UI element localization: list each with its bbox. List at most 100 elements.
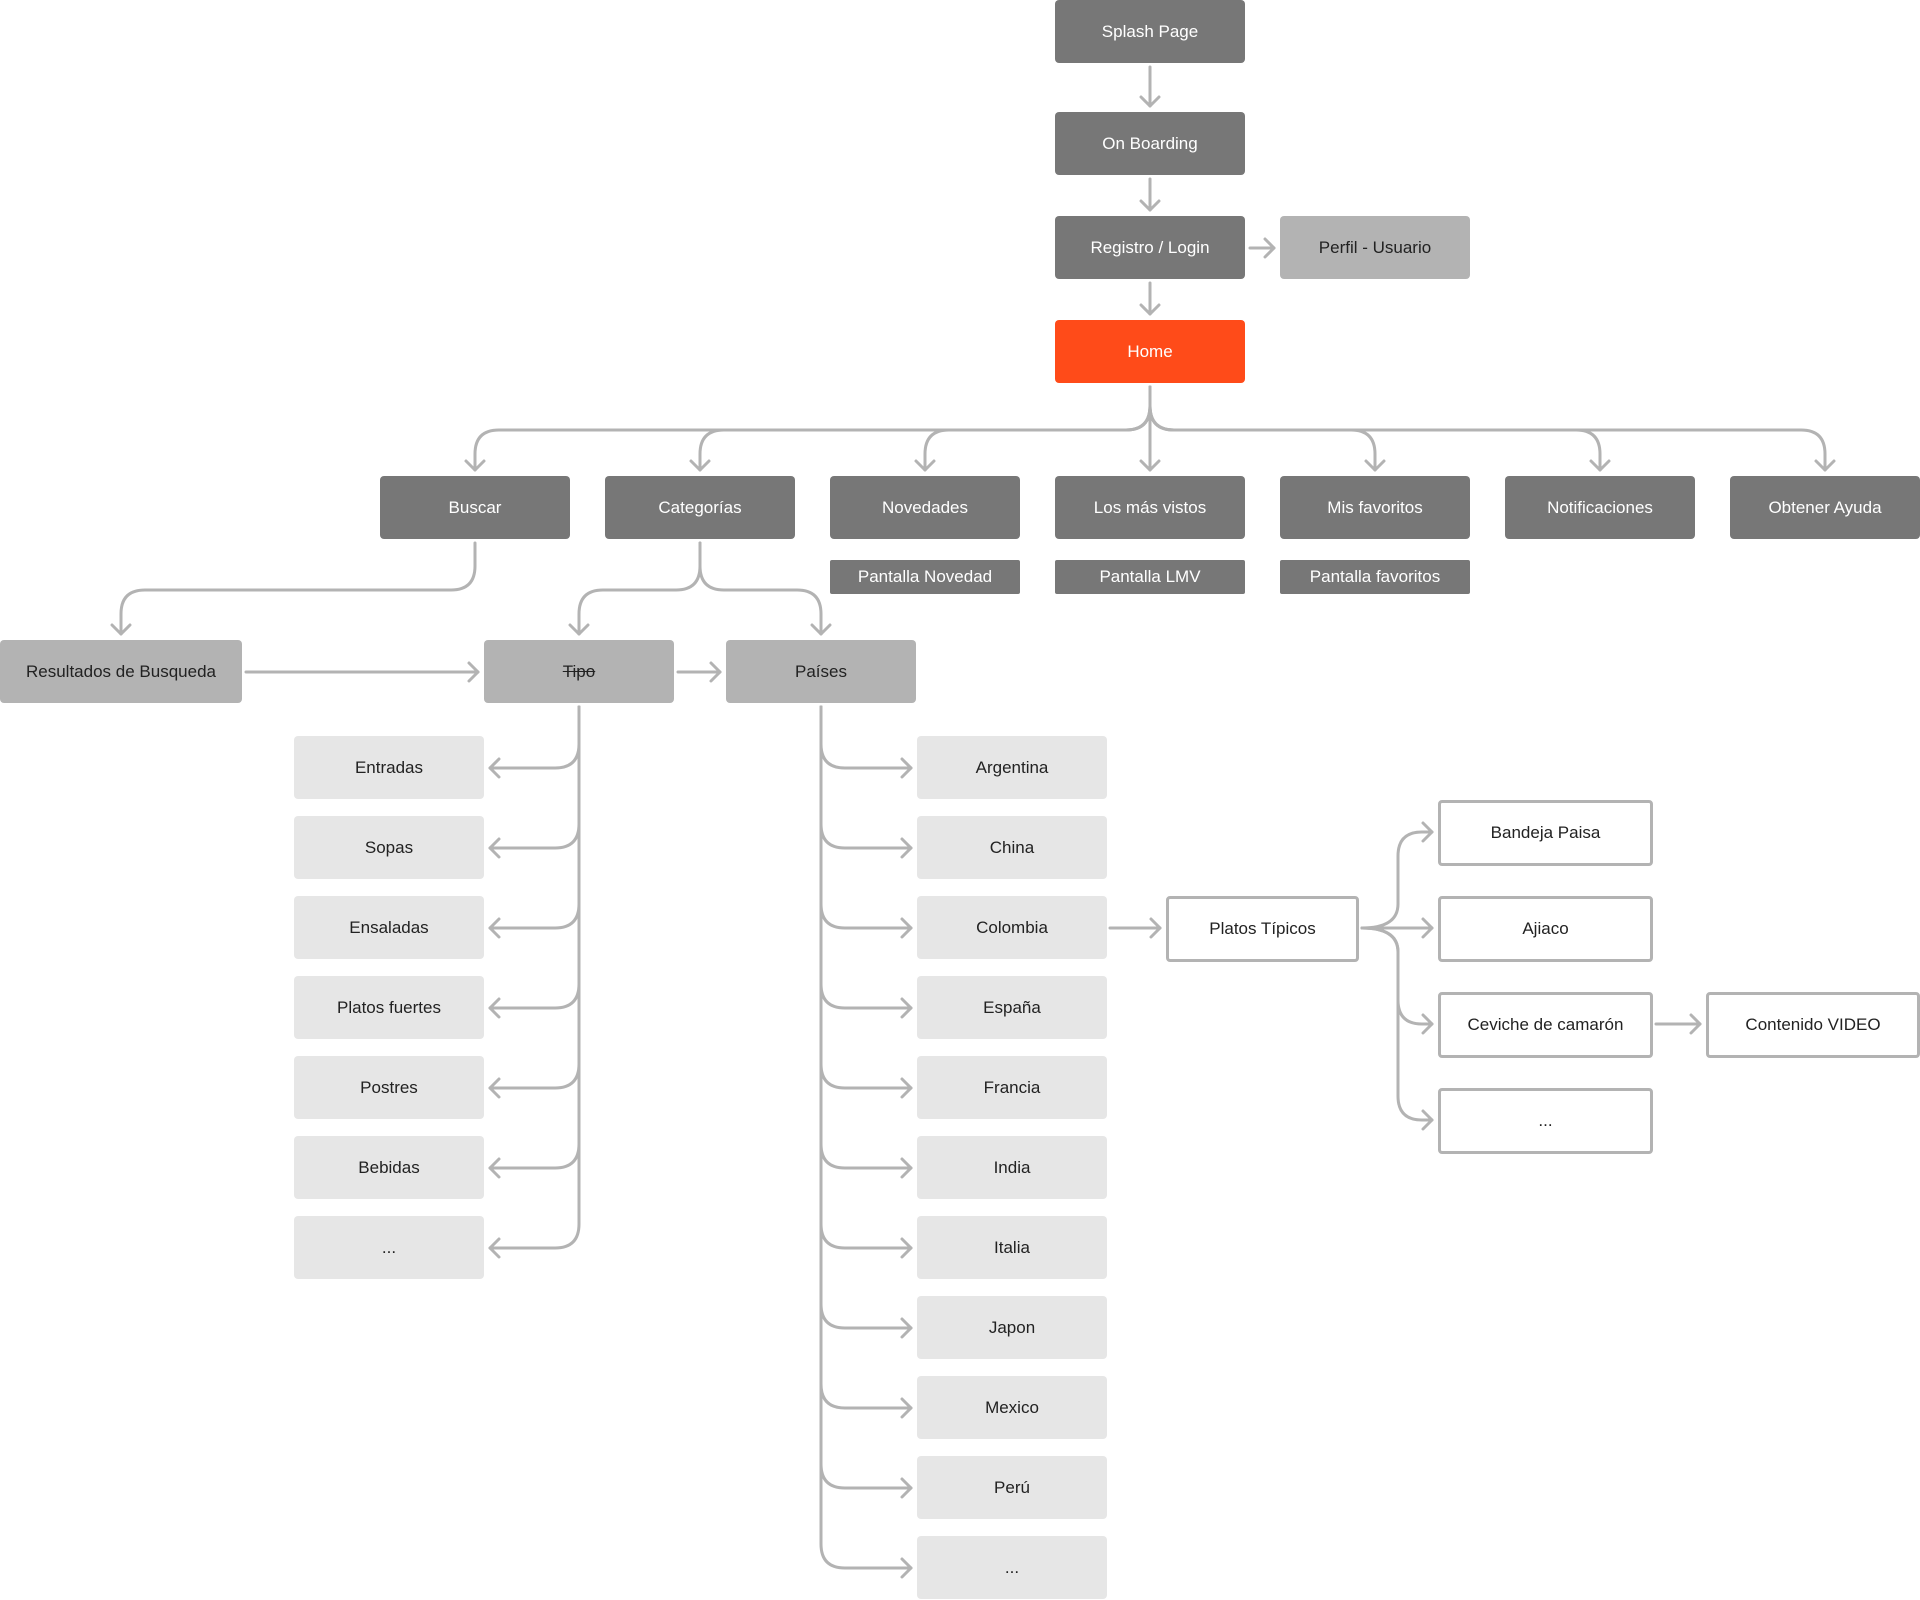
arrow-head	[810, 623, 832, 636]
node-tipo-item[interactable]: Ensaladas	[294, 896, 484, 959]
arrow-head	[900, 1477, 913, 1499]
connector-line	[1360, 926, 1434, 1122]
node-home[interactable]: Home	[1055, 320, 1245, 383]
connector-line	[819, 705, 913, 1570]
node-label: Pantalla Novedad	[857, 567, 993, 586]
arrow-head	[488, 997, 501, 1019]
node-label: Platos Típicos	[1209, 919, 1316, 938]
node-dish-item[interactable]: Ceviche de camarón	[1438, 992, 1653, 1058]
arrow-head	[900, 1077, 913, 1099]
node-pantalla-novedad[interactable]: Pantalla Novedad	[830, 560, 1020, 594]
connector-line	[819, 705, 913, 1330]
connector-line	[488, 705, 581, 850]
node-perfil-usuario[interactable]: Perfil - Usuario	[1280, 216, 1470, 279]
node-pantalla-lmv[interactable]: Pantalla LMV	[1055, 560, 1245, 594]
node-los-mas-vistos[interactable]: Los más vistos	[1055, 476, 1245, 539]
node-pais-item[interactable]: India	[917, 1136, 1107, 1199]
arrow-head	[1421, 1109, 1434, 1131]
node-tipo-item[interactable]: Bebidas	[294, 1136, 484, 1199]
arrow-head	[900, 997, 913, 1019]
node-pais-item[interactable]: Japon	[917, 1296, 1107, 1359]
connector-line	[819, 705, 913, 1010]
node-label: Sopas	[364, 837, 414, 857]
node-pantalla-favoritos[interactable]: Pantalla favoritos	[1280, 560, 1470, 594]
node-label: Postres	[360, 1077, 418, 1097]
connector-line	[488, 705, 581, 930]
node-on-boarding[interactable]: On Boarding	[1055, 112, 1245, 175]
arrow-head	[1421, 821, 1434, 843]
node-pais-item[interactable]: China	[917, 816, 1107, 879]
arrow-head	[1589, 459, 1611, 472]
connector-line	[819, 705, 913, 1250]
connector-line	[698, 541, 823, 636]
node-pais-item[interactable]: Perú	[917, 1456, 1107, 1519]
node-tipo-item[interactable]: Platos fuertes	[294, 976, 484, 1039]
connector-line	[819, 705, 913, 1490]
node-notificaciones[interactable]: Notificaciones	[1505, 476, 1695, 539]
node-tipo[interactable]: Tipo	[484, 640, 674, 703]
node-label: Tipo	[562, 661, 596, 681]
node-label: Ceviche de camarón	[1467, 1015, 1624, 1034]
node-label: Obtener Ayuda	[1768, 497, 1882, 517]
connector-line	[488, 705, 581, 1090]
node-label: Mexico	[985, 1397, 1039, 1417]
node-pais-item[interactable]: ...	[917, 1536, 1107, 1599]
node-label: Perú	[994, 1477, 1030, 1497]
node-label: China	[989, 837, 1035, 857]
connector-line	[819, 705, 913, 1170]
arrow-head	[488, 757, 501, 779]
node-label: Colombia	[976, 917, 1048, 937]
node-novedades[interactable]: Novedades	[830, 476, 1020, 539]
node-tipo-item[interactable]: ...	[294, 1216, 484, 1279]
connector-line	[488, 705, 581, 1250]
node-dish-item[interactable]: Bandeja Paisa	[1438, 800, 1653, 866]
node-dish-item[interactable]: Ajiaco	[1438, 896, 1653, 962]
node-label: Pantalla favoritos	[1309, 567, 1441, 586]
node-pais-item[interactable]: Argentina	[917, 736, 1107, 799]
arrow-head	[900, 1397, 913, 1419]
connector-line	[698, 385, 1152, 472]
node-label: Argentina	[975, 757, 1049, 777]
arrow-head	[689, 459, 711, 472]
arrow-head	[900, 1557, 913, 1579]
node-registro-login[interactable]: Registro / Login	[1055, 216, 1245, 279]
arrow-head	[1689, 1013, 1702, 1035]
connector-line	[819, 705, 913, 1090]
node-mis-favoritos[interactable]: Mis favoritos	[1280, 476, 1470, 539]
node-tipo-item[interactable]: Sopas	[294, 816, 484, 879]
node-categorias[interactable]: Categorías	[605, 476, 795, 539]
node-label: Registro / Login	[1090, 237, 1210, 257]
node-label: Ensaladas	[349, 917, 429, 937]
node-resultados-busqueda[interactable]: Resultados de Busqueda	[0, 640, 242, 703]
connector-line	[488, 705, 581, 1170]
node-contenido-video[interactable]: Contenido VIDEO	[1706, 992, 1920, 1058]
node-label: Japon	[988, 1317, 1036, 1337]
connector-line	[488, 705, 581, 770]
node-label: ...	[1538, 1111, 1553, 1130]
node-pais-item[interactable]: Italia	[917, 1216, 1107, 1279]
arrow-head	[900, 757, 913, 779]
arrow-head	[900, 917, 913, 939]
node-paises[interactable]: Países	[726, 640, 916, 703]
node-label: Perfil - Usuario	[1318, 237, 1432, 257]
node-pais-item[interactable]: España	[917, 976, 1107, 1039]
node-platos-tipicos[interactable]: Platos Típicos	[1166, 896, 1359, 962]
node-tipo-item[interactable]: Entradas	[294, 736, 484, 799]
arrow-head	[1421, 1013, 1434, 1035]
node-obtener-ayuda[interactable]: Obtener Ayuda	[1730, 476, 1920, 539]
node-label: Splash Page	[1101, 21, 1199, 41]
node-pais-item[interactable]: Mexico	[917, 1376, 1107, 1439]
arrow-head	[488, 1157, 501, 1179]
node-buscar[interactable]: Buscar	[380, 476, 570, 539]
node-splash-page[interactable]: Splash Page	[1055, 0, 1245, 63]
connector-line	[1148, 385, 1602, 472]
node-pais-item[interactable]: Colombia	[917, 896, 1107, 959]
node-label: España	[983, 997, 1041, 1017]
node-pais-item[interactable]: Francia	[917, 1056, 1107, 1119]
arrow-head	[900, 1317, 913, 1339]
node-tipo-item[interactable]: Postres	[294, 1056, 484, 1119]
node-dish-item[interactable]: ...	[1438, 1088, 1653, 1154]
node-label: Buscar	[448, 497, 502, 517]
arrow-head	[1149, 917, 1162, 939]
node-label: Notificaciones	[1547, 497, 1653, 517]
